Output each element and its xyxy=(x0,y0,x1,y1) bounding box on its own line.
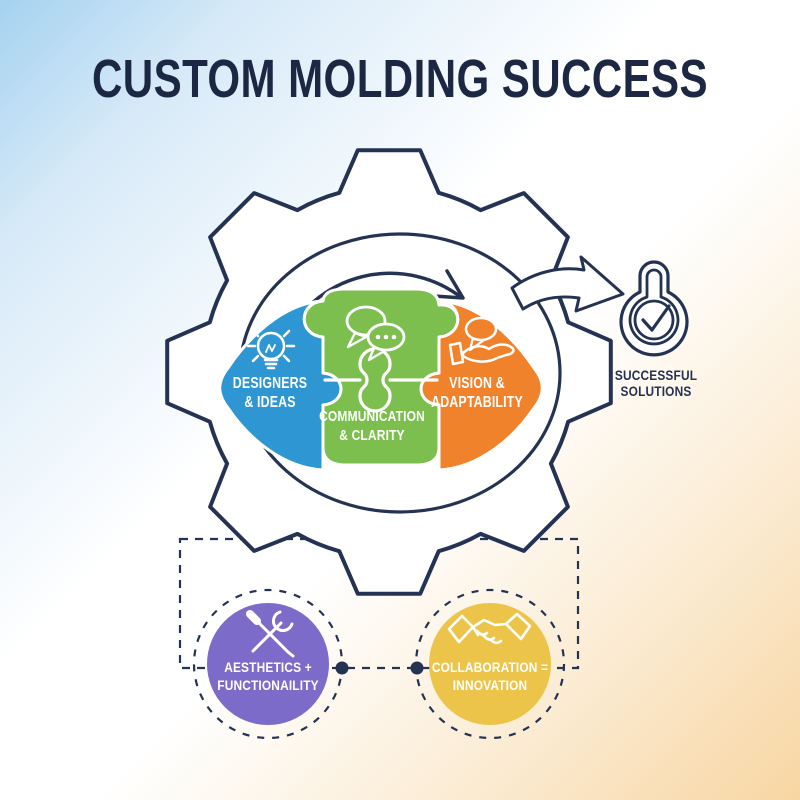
handshake-icon xyxy=(447,612,532,645)
designers-label-line2: & IDEAS xyxy=(244,393,295,411)
collaboration-dashed-ring xyxy=(414,588,566,740)
foundation-connector-dot-right xyxy=(410,661,424,675)
collaboration-label-line1: COLLABORATION = xyxy=(432,659,549,675)
collaboration-circle xyxy=(429,603,551,725)
aesthetics-circle xyxy=(207,603,329,725)
cycle-arrowhead xyxy=(432,269,465,300)
thermometer-check-icon xyxy=(619,260,689,357)
vision-label-line2: ADAPTABILITY xyxy=(431,393,523,411)
communication-label-line2: & CLARITY xyxy=(339,427,404,444)
outcome-ribbon-arrow xyxy=(510,255,625,313)
outcome-label-line2: SOLUTIONS xyxy=(621,383,692,399)
lightbulb-icon xyxy=(246,329,296,370)
foundation-connector-dot-left xyxy=(335,661,349,675)
checkmark-icon xyxy=(641,304,671,332)
outcome-label-line1: SUCCESSFUL xyxy=(615,367,697,383)
communication-label-line1: COMMUNICATION xyxy=(319,408,425,425)
page-title: CUSTOM MOLDING SUCCESS xyxy=(92,49,708,109)
puzzle-knob xyxy=(358,347,392,413)
hand-bubble-icon xyxy=(448,316,515,366)
aesthetics-label-line1: AESTHETICS + xyxy=(224,659,312,675)
vision-label-line1: VISION & xyxy=(449,374,505,392)
aesthetics-label-line2: FUNCTIONAILITY xyxy=(217,677,319,693)
collaboration-label-line2: INNOVATION xyxy=(453,677,528,693)
designers-label-line1: DESIGNERS xyxy=(233,374,307,392)
tools-icon xyxy=(246,610,295,658)
chat-bubbles-icon xyxy=(345,305,406,362)
